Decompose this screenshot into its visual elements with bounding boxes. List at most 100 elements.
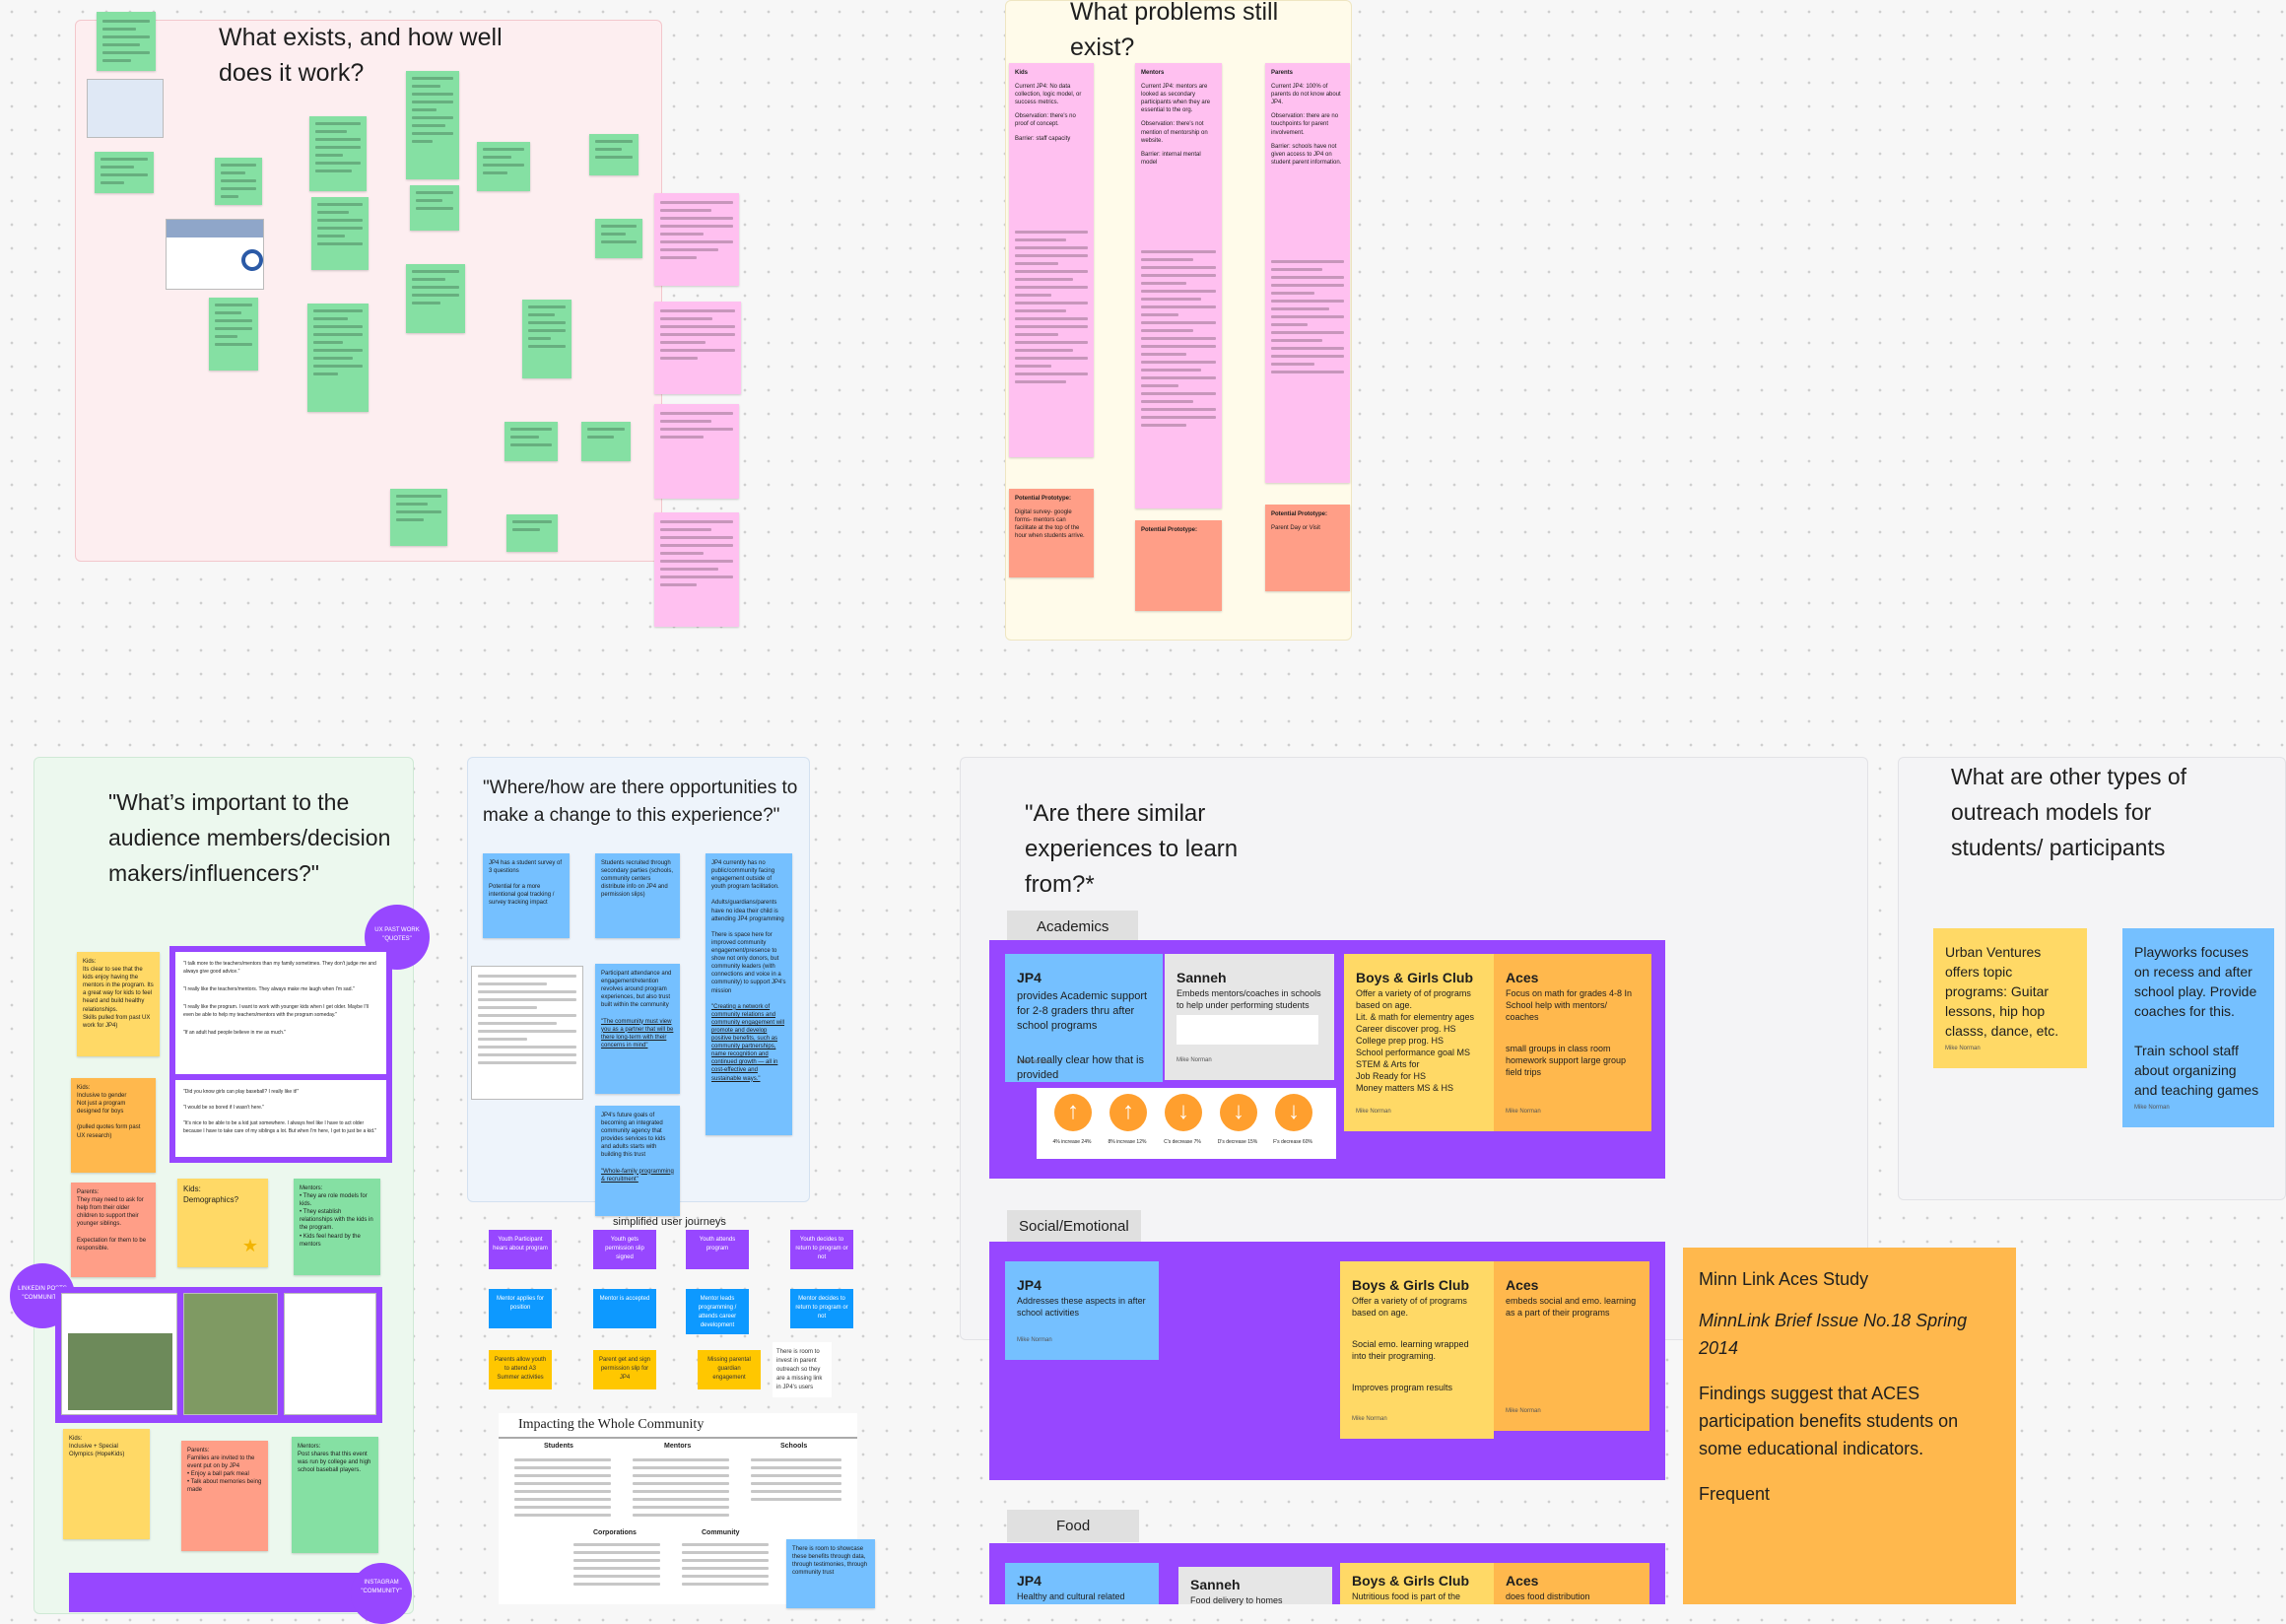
image-thumbnail[interactable] [166,219,264,290]
journey-step[interactable]: Parent get and sign permission slip for … [593,1350,656,1389]
frame-title-outreach: What are other types of outreach models … [1951,759,2207,865]
linkedin-posts-panel[interactable] [55,1287,382,1423]
social-jp4[interactable]: JP4 Addresses these aspects in after sch… [1005,1261,1159,1360]
kids-current: Current JP4: No data collection, logic m… [1015,83,1088,106]
sticky-note[interactable] [654,404,739,499]
sticky-note[interactable] [522,300,572,378]
academics-sanneh[interactable]: Sanneh Embeds mentors/coaches in schools… [1165,954,1334,1080]
journey-note[interactable]: There is room to invest in parent outrea… [773,1342,832,1397]
parents-barrier: Barrier: schools have not given access t… [1271,143,1344,167]
problems-kids-prototype[interactable]: Potential Prototype: Digital survey- goo… [1009,489,1094,577]
kids-heading: Kids [1015,69,1088,77]
food-panel[interactable]: JP4 Healthy and cultural related Sanneh … [989,1543,1665,1604]
sticky-note[interactable] [390,489,447,546]
problems-parents-prototype[interactable]: Potential Prototype: Parent Day or Visit [1265,505,1350,591]
important-parents-note[interactable]: Parents: They may need to ask for help f… [71,1183,156,1277]
important-kids-inclusive[interactable]: Kids: Inclusive + Special Olympics (Hope… [63,1429,150,1539]
journey-step[interactable]: Mentor is accepted [593,1289,656,1328]
frame-title-opportunities: "Where/how are there opportunities to ma… [483,775,808,830]
journey-step[interactable]: Mentor applies for position [489,1289,552,1328]
journey-step[interactable]: Missing parental guardian engagement [698,1350,761,1389]
academics-panel[interactable]: JP4 provides Academic support for 2-8 gr… [989,940,1665,1179]
parents-prototype-label: Potential Prototype: [1271,510,1344,518]
mentors-observation: Observation: there's not mention of ment… [1141,120,1216,144]
parents-prototype-text: Parent Day or Visit [1271,524,1344,532]
important-kids-demo[interactable]: Kids: Demographics?★ [177,1179,268,1267]
important-mentors-note[interactable]: Mentors: • They are role models for kids… [294,1179,380,1275]
journey-step[interactable]: Youth gets permission slip signed [593,1230,656,1269]
sticky-note[interactable] [654,302,741,394]
minnlink-aces-study[interactable]: Minn Link Aces Study MinnLink Brief Issu… [1683,1248,2016,1604]
opportunity-note[interactable]: JP4 currently has no public/community fa… [706,853,792,1135]
opportunity-note[interactable]: Students recruited through secondary par… [595,853,680,938]
food-jp4[interactable]: JP4 Healthy and cultural related [1005,1563,1159,1604]
sticky-note[interactable] [654,193,739,286]
section-label-food: Food [1007,1510,1139,1542]
section-label-social: Social/Emotional [1007,1210,1141,1243]
food-aces[interactable]: Aces does food distribution [1494,1563,1649,1604]
important-kids-note[interactable]: Kids: Its clear to see that the kids enj… [77,952,160,1056]
sticky-note[interactable] [506,514,558,552]
linkedin-post-image[interactable] [61,1293,177,1415]
journey-step[interactable]: Mentor leads programming / attends caree… [686,1289,749,1334]
academics-bgc[interactable]: Boys & Girls Club Offer a variety of of … [1344,954,1498,1131]
sticky-note[interactable] [581,422,631,461]
sticky-note[interactable] [406,71,459,179]
quotes-panel-1[interactable]: "I talk more to the teachers/mentors tha… [169,946,392,1080]
sticky-note[interactable] [209,298,258,371]
instagram-panel[interactable] [69,1573,384,1612]
social-aces[interactable]: Aces embeds social and emo. learning as … [1494,1261,1649,1431]
mentors-prototype-label: Potential Prototype: [1141,526,1216,534]
journey-step[interactable]: Youth decides to return to program or no… [790,1230,853,1269]
academics-aces[interactable]: Aces Focus on math for grades 4-8 In Sch… [1494,954,1651,1131]
important-parents-invite[interactable]: Parents: Families are invited to the eve… [181,1441,268,1551]
problems-parents-note[interactable]: Parents Current JP4: 100% of parents do … [1265,63,1350,483]
opportunity-note[interactable]: Participant attendance and engagement/re… [595,964,680,1094]
linkedin-post-text[interactable] [284,1293,376,1415]
sticky-note[interactable] [406,264,465,333]
quotes-panel-2[interactable]: "Did you know girls can play baseball? I… [169,1074,392,1163]
problems-kids-note[interactable]: Kids Current JP4: No data collection, lo… [1009,63,1094,457]
journey-step[interactable]: Youth Participant hears about program [489,1230,552,1269]
outreach-playworks[interactable]: Playworks focuses on recess and after sc… [2122,928,2274,1127]
important-kids-gender[interactable]: Kids: Inclusive to gender Not just a pro… [71,1078,156,1173]
social-panel[interactable]: JP4 Addresses these aspects in after sch… [989,1242,1665,1480]
sticky-note[interactable] [309,116,367,191]
arrow-down-icon: ↓ [1275,1094,1312,1131]
sticky-note[interactable] [307,304,369,412]
social-bgc[interactable]: Boys & Girls Club Offer a variety of of … [1340,1261,1494,1439]
kids-barrier: Barrier: staff capacity [1015,135,1088,143]
impact-note[interactable]: There is room to showcase these benefits… [786,1539,875,1608]
frame-title-similar: "Are there similar experiences to learn … [1025,796,1251,903]
document-thumbnail[interactable] [471,966,583,1100]
mentors-current: Current JP4: mentors are looked as secon… [1141,83,1216,114]
problems-mentors-prototype[interactable]: Potential Prototype: [1135,520,1222,611]
sticky-note[interactable] [95,152,154,193]
problems-mentors-note[interactable]: Mentors Current JP4: mentors are looked … [1135,63,1222,508]
badge-instagram: INSTAGRAM "COMMUNITY" [351,1563,412,1624]
sticky-note[interactable] [410,185,459,231]
opportunity-note[interactable]: JP4's future goals of becoming an integr… [595,1106,680,1216]
sticky-note[interactable] [311,197,369,270]
sticky-note[interactable] [654,512,739,627]
important-mentors-post[interactable]: Mentors: Post shares that this event was… [292,1437,378,1553]
sticky-note[interactable] [97,12,156,71]
journey-step[interactable]: Youth attends program [686,1230,749,1269]
journey-step[interactable]: Mentor decides to return to program or n… [790,1289,853,1328]
sticky-note[interactable] [589,134,639,175]
linkedin-post-photo[interactable] [183,1293,278,1415]
sticky-note[interactable] [215,158,262,205]
sticky-note[interactable] [595,219,642,258]
grade-stats-panel: ↑ ↑ ↓ ↓ ↓ 4% increase 24% 8% increase 12… [1037,1088,1336,1159]
minnlink-citation: MinnLink Brief Issue No.18 Spring 2014 [1699,1307,2000,1362]
academics-jp4[interactable]: JP4 provides Academic support for 2-8 gr… [1005,954,1163,1082]
image-thumbnail[interactable] [87,79,164,138]
food-bgc[interactable]: Boys & Girls Club Nutritious food is par… [1340,1563,1494,1604]
sticky-note[interactable] [504,422,558,461]
outreach-urban-ventures[interactable]: Urban Ventures offers topic programs: Gu… [1933,928,2087,1068]
food-sanneh[interactable]: Sanneh Food delivery to homes [1178,1567,1332,1604]
sticky-note[interactable] [477,142,530,191]
journey-step[interactable]: Parents allow youth to attend A3 Summer … [489,1350,552,1389]
arrow-up-icon: ↑ [1109,1094,1147,1131]
